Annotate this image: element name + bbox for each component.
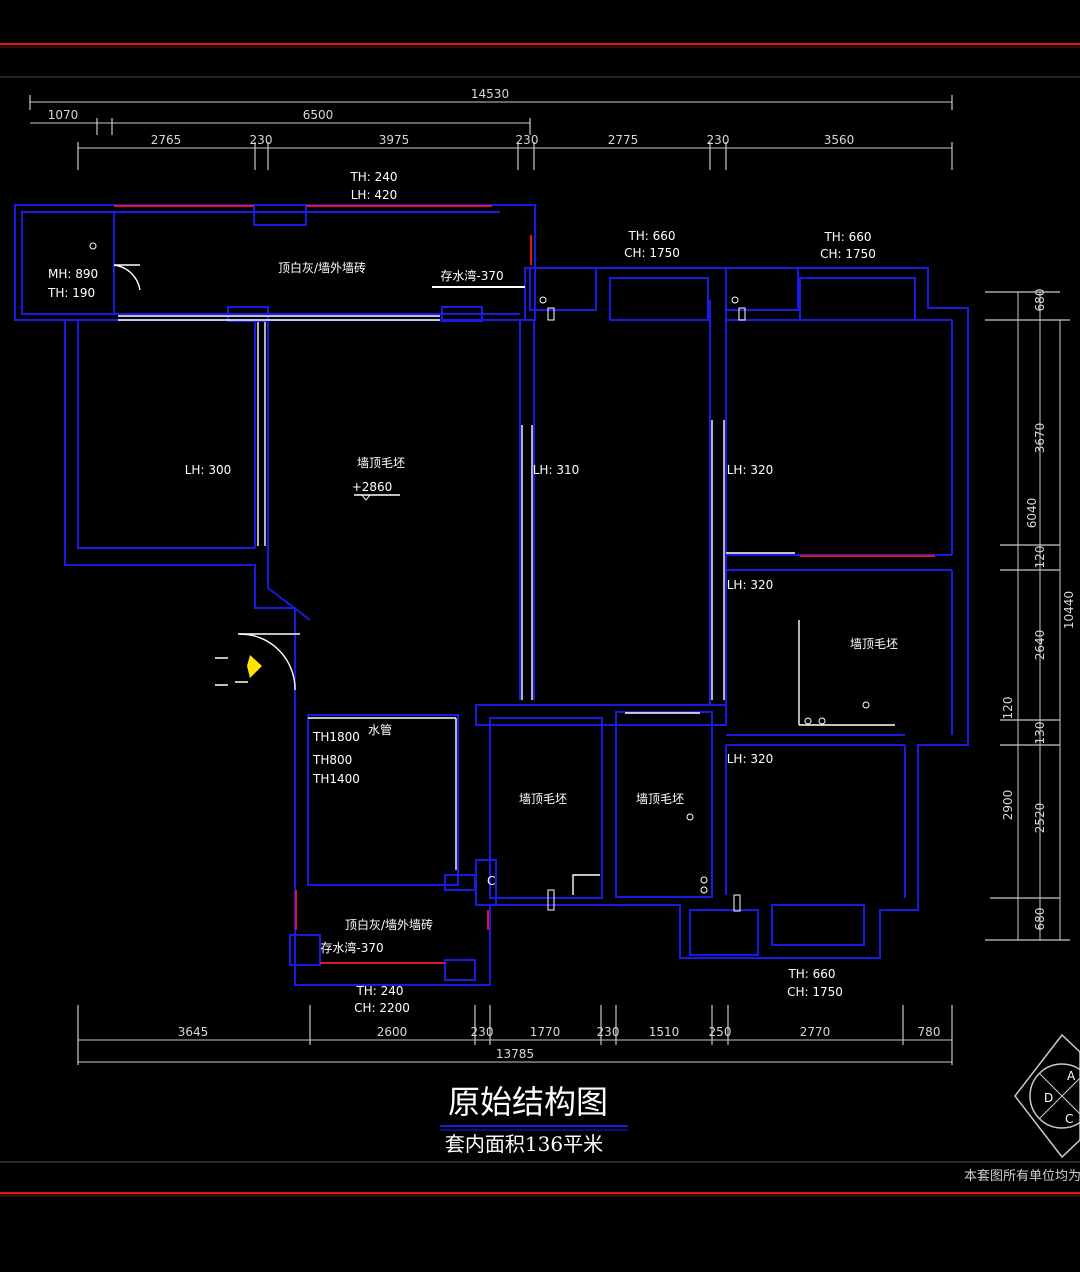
- label-bath2-finish: 墙顶毛坯: [636, 792, 684, 806]
- drawing-subtitle: 套内面积136平米: [445, 1132, 603, 1156]
- dim-top-total: 14530: [471, 87, 509, 101]
- label-th-660-c: TH: 660: [787, 967, 835, 981]
- label-lh-300: LH: 300: [185, 463, 231, 477]
- compass-a: A: [1067, 1069, 1076, 1083]
- label-kitchen-balcony-finish: 顶白灰/墙外墙砖: [345, 917, 433, 932]
- dim-bot-total: 13785: [496, 1047, 534, 1061]
- dim-bot-230b: 230: [597, 1025, 620, 1039]
- dim-bot-3645: 3645: [178, 1025, 209, 1039]
- label-th-660-b: TH: 660: [823, 230, 871, 244]
- label-th1800: TH1800: [312, 730, 360, 744]
- dim-right-120b: 120: [1033, 546, 1047, 569]
- compass-icon: A C D: [1014, 1033, 1080, 1159]
- label-ch-1750-b: CH: 1750: [820, 247, 876, 261]
- dim-right-2900: 2900: [1001, 790, 1015, 821]
- walls: [14, 204, 969, 986]
- label-balcony-finish: 顶白灰/墙外墙砖: [278, 260, 366, 275]
- dim-bot-250: 250: [709, 1025, 732, 1039]
- dim-bot-2600: 2600: [377, 1025, 408, 1039]
- label-ch-1750-c: CH: 1750: [787, 985, 843, 999]
- right-dimensions: 10440 6040 120 2900 680 3670 120 2640 13…: [985, 289, 1076, 941]
- dim-right-2640: 2640: [1033, 630, 1047, 661]
- dim-top-230a: 230: [250, 133, 273, 147]
- dim-top-2775: 2775: [608, 133, 639, 147]
- label-trap-370-bottom: 存水湾-370: [320, 940, 383, 955]
- label-bath1-finish: 墙顶毛坯: [519, 792, 567, 806]
- dim-top-6500: 6500: [303, 108, 334, 122]
- label-th-190: TH: 190: [47, 286, 95, 300]
- dim-bot-2770: 2770: [800, 1025, 831, 1039]
- dim-right-2520: 2520: [1033, 803, 1047, 834]
- bottom-dimensions: 3645 2600 230 1770 230 1510 250 2770 780…: [77, 1005, 953, 1065]
- label-water-pipe: 水管: [368, 722, 392, 737]
- label-th800: TH800: [312, 753, 352, 767]
- svg-text:C: C: [487, 874, 495, 888]
- dim-right-10440: 10440: [1062, 591, 1076, 629]
- label-trap-370-top: 存水湾-370: [440, 268, 503, 283]
- dim-right-680b: 680: [1033, 908, 1047, 931]
- dim-right-120: 120: [1001, 697, 1015, 720]
- dim-top-3560: 3560: [824, 133, 855, 147]
- label-lh-320-c: LH: 320: [727, 752, 773, 766]
- entry-door-marker: [215, 655, 262, 686]
- dim-top-3975: 3975: [379, 133, 410, 147]
- drawing-title: 原始结构图: [448, 1083, 608, 1121]
- dim-bot-1510: 1510: [649, 1025, 680, 1039]
- top-dimensions: 14530 1070 6500 2765 230 3975 230 2775 2…: [29, 87, 953, 170]
- label-mh-890: MH: 890: [48, 267, 98, 281]
- yellow-marker-icon: [247, 655, 262, 678]
- window-accents: [114, 205, 935, 964]
- room-labels: 顶白灰/墙外墙砖 MH: 890 TH: 190 TH: 240 LH: 420…: [47, 170, 898, 1015]
- label-ch-2200: CH: 2200: [354, 1001, 410, 1015]
- dim-top-230b: 230: [516, 133, 539, 147]
- dim-bot-1770: 1770: [530, 1025, 561, 1039]
- dim-right-3670: 3670: [1033, 423, 1047, 454]
- label-lh-310: LH: 310: [533, 463, 579, 477]
- compass-d: D: [1044, 1091, 1053, 1105]
- label-th-660-a: TH: 660: [627, 229, 675, 243]
- dim-bot-780: 780: [918, 1025, 941, 1039]
- label-ch-1750-a: CH: 1750: [624, 246, 680, 260]
- frame-borders: [0, 43, 1080, 1197]
- title-block: 原始结构图 套内面积136平米 本套图所有单位均为: [440, 1083, 1080, 1184]
- dim-right-680a: 680: [1033, 289, 1047, 312]
- dim-right-6040: 6040: [1025, 498, 1039, 529]
- label-level-2860: +2860: [352, 480, 393, 494]
- label-lh-320-b: LH: 320: [727, 578, 773, 592]
- label-lh-320-a: LH: 320: [727, 463, 773, 477]
- label-th-240-bottom: TH: 240: [355, 984, 403, 998]
- units-note: 本套图所有单位均为: [964, 1168, 1080, 1184]
- dim-top-230c: 230: [707, 133, 730, 147]
- label-th1400: TH1400: [312, 772, 360, 786]
- dim-right-130: 130: [1033, 722, 1047, 745]
- dim-top-1070: 1070: [48, 108, 79, 122]
- label-th-240-top: TH: 240: [349, 170, 397, 184]
- label-lh-420: LH: 420: [351, 188, 397, 202]
- label-bedroom-finish: 墙顶毛坯: [850, 637, 898, 651]
- fixtures: C: [89, 242, 895, 912]
- dim-top-2765: 2765: [151, 133, 182, 147]
- label-living-finish: 墙顶毛坯: [357, 456, 405, 470]
- compass-c: C: [1065, 1112, 1073, 1126]
- dim-bot-230a: 230: [471, 1025, 494, 1039]
